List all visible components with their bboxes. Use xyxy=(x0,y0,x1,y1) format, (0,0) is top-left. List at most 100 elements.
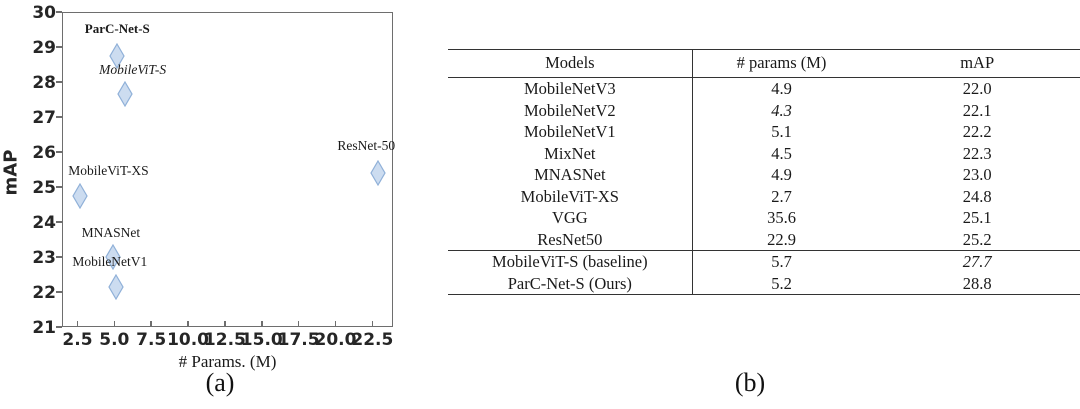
cell-model: MNASNet xyxy=(534,165,606,184)
cell-model: MobileNetV2 xyxy=(524,100,616,120)
x-tick-mark xyxy=(371,321,374,327)
diamond-marker-icon xyxy=(116,81,133,108)
x-tick-mark xyxy=(113,321,116,327)
point-label: MobileViT-XS xyxy=(68,162,149,178)
table-row-highlight: ParC-Net-S (Ours) 5.2 28.8 xyxy=(448,272,1080,295)
cell-map: 25.2 xyxy=(962,229,992,249)
cell-model: MobileViT-S (baseline) xyxy=(448,250,693,273)
rule-cell xyxy=(448,294,693,298)
cell-model: Models xyxy=(448,49,693,78)
cell-params: 35.6 xyxy=(691,207,871,229)
y-axis-label: mAP xyxy=(0,149,22,196)
x-tick-label: 17.5 xyxy=(277,330,320,350)
x-tick-label: 10.0 xyxy=(167,330,210,350)
x-tick-mark xyxy=(297,321,300,327)
y-tick-mark xyxy=(56,11,62,13)
y-tick-label: 24 xyxy=(32,213,56,233)
table-row: MobileNetV2 4.3 22.1 xyxy=(448,99,1080,121)
diamond-marker-icon xyxy=(105,244,121,270)
panel-b-caption: (b) xyxy=(734,368,766,397)
y-tick-label: 23 xyxy=(32,248,56,268)
cell-params: 4.5 xyxy=(691,142,871,164)
x-tick-mark xyxy=(224,321,226,327)
cell-params: 2.7 xyxy=(691,185,871,207)
y-tick-mark xyxy=(56,186,62,188)
cell-params: # params (M) xyxy=(691,49,871,78)
cell-params: 5.2 xyxy=(691,272,871,295)
table-row: MobileViT-XS 2.7 24.8 xyxy=(448,185,1080,207)
cell-params: 22.9 xyxy=(691,228,871,251)
y-tick-label: 28 xyxy=(32,73,56,93)
x-tick-label: 12.5 xyxy=(203,330,246,350)
cell-model: MobileViT-XS xyxy=(520,186,619,206)
table-header-row: Models# params (M)mAP xyxy=(448,49,1080,78)
y-tick-label: 26 xyxy=(32,143,56,163)
y-tick-mark xyxy=(56,151,62,153)
cell-params: 4.9 xyxy=(691,77,871,100)
x-axis-label: # Params. (M) xyxy=(178,352,277,371)
y-tick-mark xyxy=(56,221,62,223)
point-label: MNASNet xyxy=(81,225,141,240)
x-tick-mark xyxy=(261,321,263,327)
cell-model: VGG xyxy=(551,208,588,227)
x-tick-label: 5.0 xyxy=(99,330,130,350)
x-tick-label: 2.5 xyxy=(62,330,93,350)
panel-a-caption: (a) xyxy=(205,368,235,397)
point-label: MobileNetV1 xyxy=(72,253,148,269)
cell-model: ResNet50 xyxy=(537,229,603,249)
cell-map: 22.1 xyxy=(962,100,992,120)
rule-cell xyxy=(692,294,871,298)
diamond-marker-icon xyxy=(109,42,125,69)
cell-params: 4.3 xyxy=(691,99,871,121)
y-tick-mark xyxy=(56,326,62,328)
table-row: ResNet50 22.9 25.2 xyxy=(448,228,1080,251)
y-tick-label: 21 xyxy=(32,318,56,338)
x-tick-mark xyxy=(76,321,79,327)
cell-model: MobileNetV1 xyxy=(524,122,616,141)
y-tick-mark xyxy=(56,291,62,293)
y-tick-label: 30 xyxy=(32,3,56,23)
y-tick-label: 29 xyxy=(32,38,56,58)
x-tick-label: 7.5 xyxy=(136,330,167,350)
table-row: MixNet 4.5 22.3 xyxy=(448,142,1080,164)
cell-params: 5.1 xyxy=(691,121,871,143)
x-tick-label: 20.0 xyxy=(314,330,357,350)
point-label: ParC-Net-S xyxy=(84,20,150,36)
cell-map: 22.3 xyxy=(962,143,992,163)
y-tick-label: 22 xyxy=(32,283,56,303)
x-tick-label: 15.0 xyxy=(240,330,283,350)
y-tick-mark xyxy=(56,81,62,83)
y-tick-mark xyxy=(56,46,62,48)
cell-map: 22.0 xyxy=(870,77,1080,100)
y-tick-mark xyxy=(56,116,62,118)
table-bottom-rule xyxy=(448,294,1080,298)
point-label: ResNet-50 xyxy=(337,138,396,153)
cell-params: 4.9 xyxy=(691,164,871,186)
cell-map: 28.8 xyxy=(962,273,992,293)
table-row: MobileNetV1 5.1 22.2 xyxy=(448,121,1080,143)
cell-map: 25.1 xyxy=(962,208,992,227)
diamond-marker-icon xyxy=(370,160,386,186)
y-tick-label: 27 xyxy=(32,108,56,128)
x-tick-mark xyxy=(187,321,189,327)
x-tick-mark xyxy=(334,321,337,327)
diamond-marker-icon xyxy=(72,182,89,209)
point-label: MobileViT-S xyxy=(99,62,167,78)
cell-map: 24.8 xyxy=(962,186,992,206)
cell-model: ParC-Net-S (Ours) xyxy=(507,273,632,293)
table-row: VGG 35.6 25.1 xyxy=(448,207,1080,229)
y-tick-mark xyxy=(56,256,62,258)
x-tick-label: 22.5 xyxy=(351,330,394,350)
cell-map: 27.7 xyxy=(870,250,1080,273)
cell-params: 5.7 xyxy=(691,250,871,273)
cell-map: 22.2 xyxy=(962,122,992,141)
rule-cell xyxy=(870,294,1080,298)
cell-model: MixNet xyxy=(544,143,596,163)
cell-model: MobileNetV3 xyxy=(448,77,693,100)
